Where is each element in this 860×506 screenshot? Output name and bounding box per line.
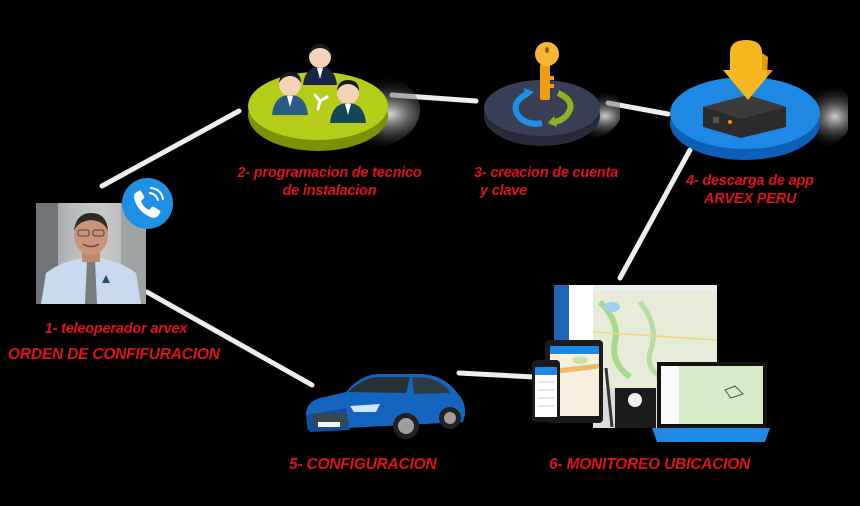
download-device-icon <box>668 35 853 163</box>
step-4-title: 4- descarga de app <box>686 173 814 189</box>
car-icon <box>298 360 468 445</box>
step-1-subtitle-wrap: ORDEN DE CONFIFURACION <box>8 346 220 364</box>
connector-4-6 <box>617 147 693 281</box>
step-2-subtitle: de instalacion <box>282 183 377 199</box>
phone-call-icon <box>122 178 173 229</box>
step-2-title: 2- programacion de tecnico <box>237 165 422 181</box>
step-4-subtitle: ARVEX PERU <box>704 191 797 207</box>
step-3-subtitle: y clave <box>480 183 527 199</box>
key-refresh-icon <box>480 38 622 153</box>
step-6-label: 6- MONITOREO UBICACION <box>549 456 750 474</box>
step-1-title: 1- teleoperador arvex <box>44 321 188 337</box>
connector-1-2 <box>99 108 242 189</box>
step-5-title: 5- CONFIGURACION <box>289 456 437 473</box>
step-6-title: 6- MONITOREO UBICACION <box>549 456 751 473</box>
connector-5-6 <box>456 370 537 380</box>
step-5-label: 5- CONFIGURACION <box>289 456 437 474</box>
step-4-label: 4- descarga de app ARVEX PERU <box>686 172 814 208</box>
step-1-label: 1- teleoperador arvex <box>31 320 201 338</box>
connector-1-5 <box>144 289 315 388</box>
step-3-title: 3- creacion de cuenta <box>474 165 619 181</box>
step-2-label: 2- programacion de tecnico de instalacio… <box>222 164 437 200</box>
team-hub-icon <box>245 35 425 160</box>
multi-device-map-icon <box>530 282 770 444</box>
step-3-label: 3- creacion de cuenta y clave <box>474 164 618 200</box>
operator-photo-icon <box>36 203 146 304</box>
step-1-subtitle: ORDEN DE CONFIFURACION <box>8 346 220 363</box>
